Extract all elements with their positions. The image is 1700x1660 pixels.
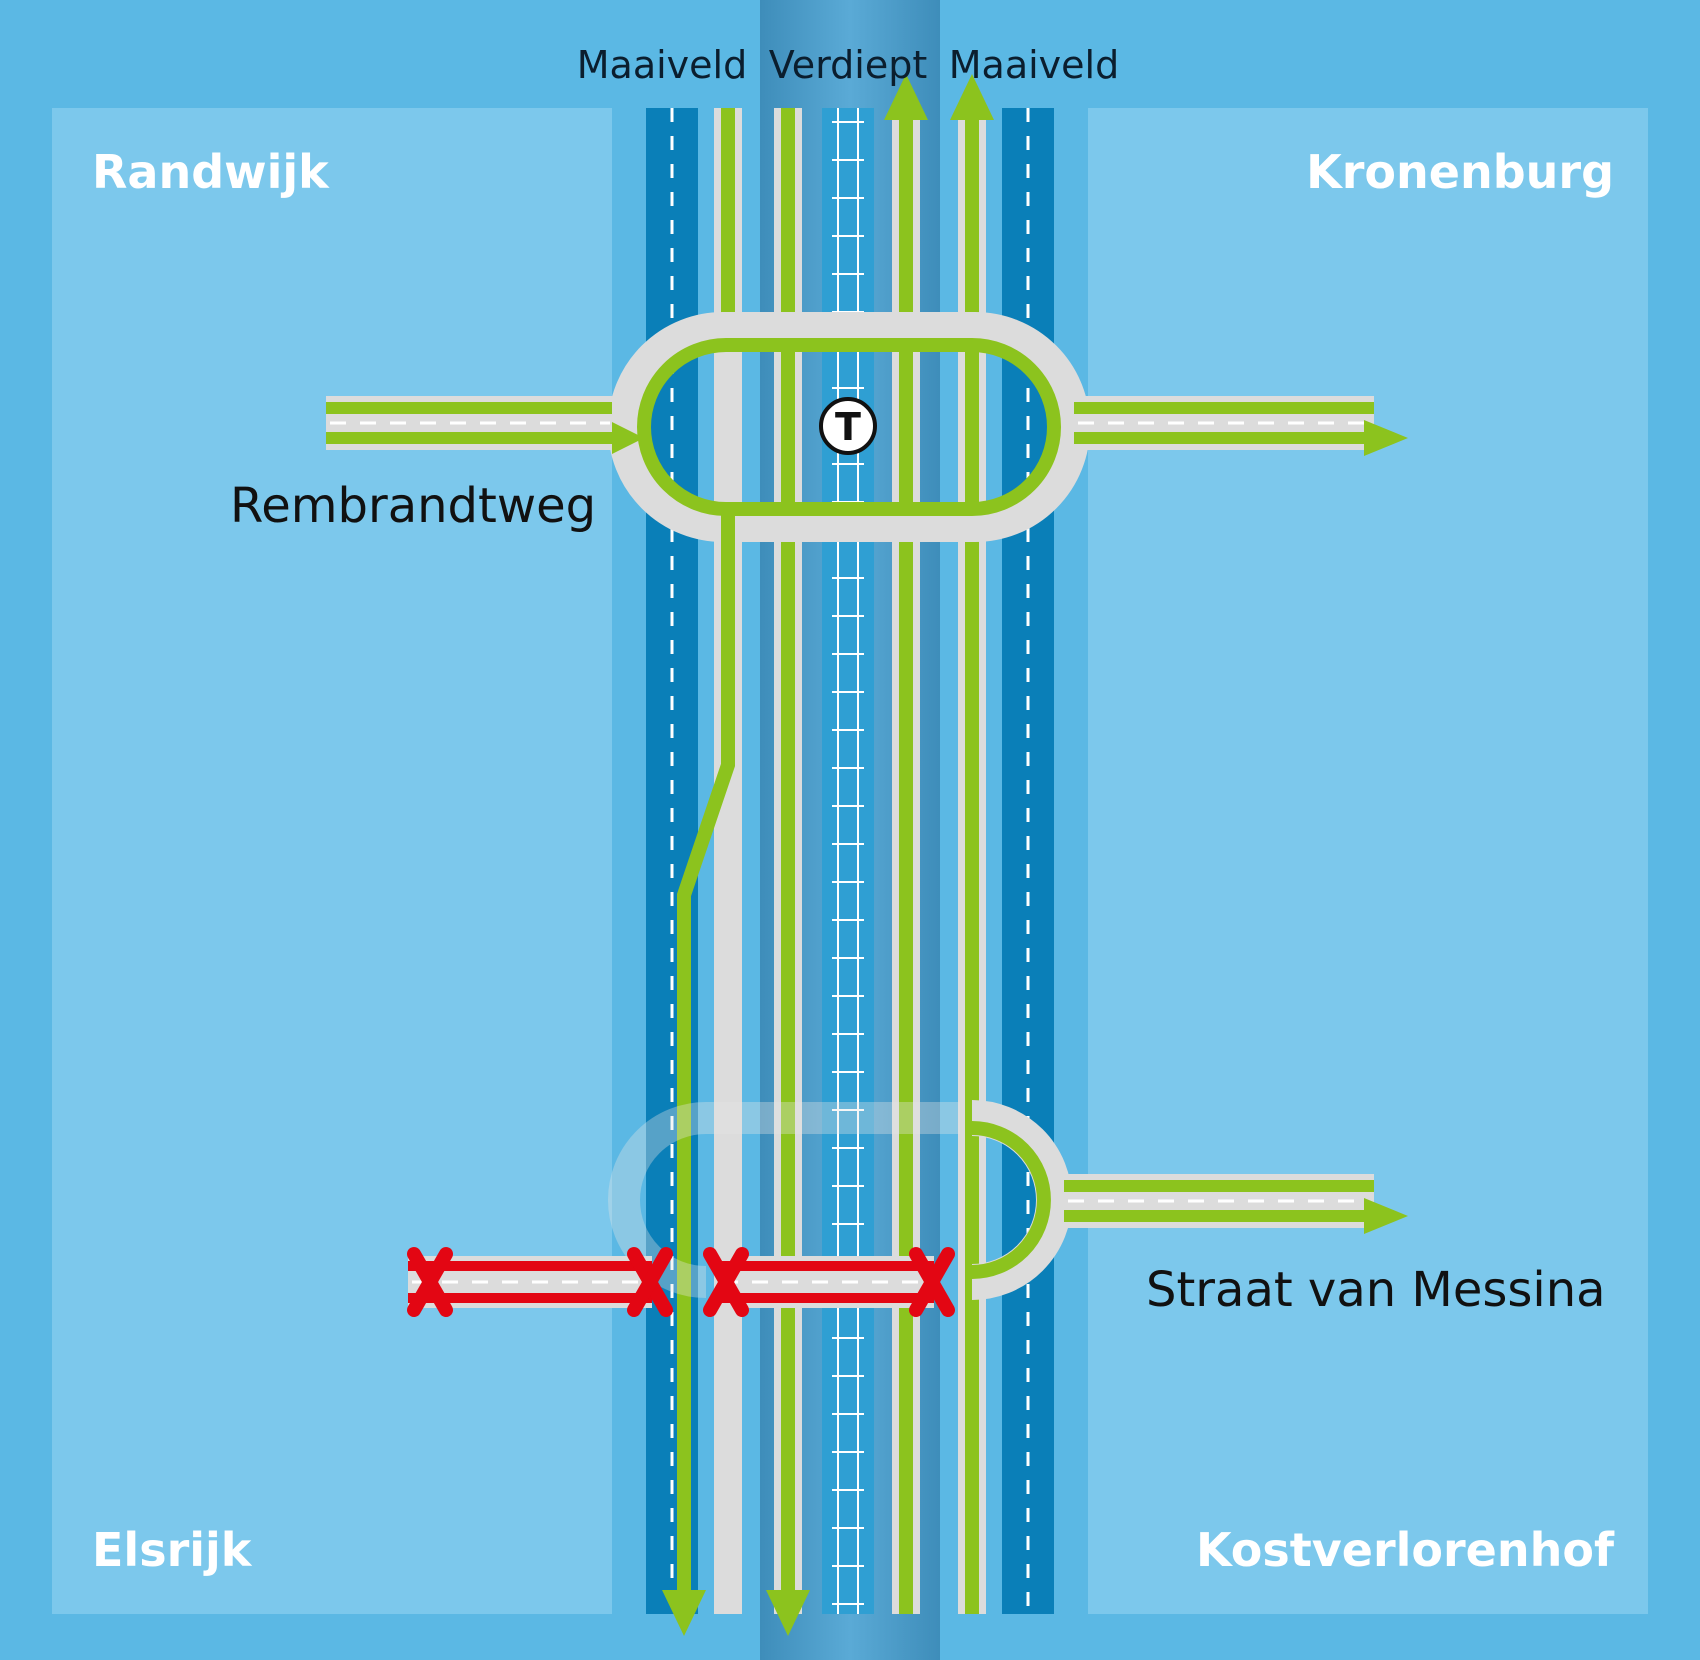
rembrandtweg-in-arrow <box>612 422 644 454</box>
south-arrow-west <box>662 1590 706 1636</box>
south-loop-route <box>971 1121 1051 1279</box>
district-bottom-right: Kostverlorenhof <box>1196 1523 1615 1577</box>
south-loop-road <box>971 1100 1072 1300</box>
rembrandtweg-out-arrow <box>1364 420 1408 456</box>
closure-markers <box>407 1247 955 1317</box>
south-arrow-center <box>766 1590 810 1636</box>
district-top-right: Kronenburg <box>1306 145 1614 199</box>
column-label-center: Verdiept <box>769 43 927 87</box>
straat-van-messina-out-arrow <box>1364 1198 1408 1234</box>
cross-closure-icon <box>407 1247 453 1317</box>
south-loop-ghost <box>608 1102 960 1298</box>
district-area-east <box>1088 108 1648 1614</box>
cross-closure-icon <box>703 1247 749 1317</box>
cross-closure-icon <box>909 1247 955 1317</box>
north-arrow-east <box>950 74 994 120</box>
tram-stop-letter: T <box>835 405 861 449</box>
cross-closure-icon <box>627 1247 673 1317</box>
column-label-right: Maaiveld <box>949 43 1119 87</box>
district-bottom-left: Elsrijk <box>92 1523 253 1577</box>
tram-stop-icon: T <box>819 397 877 455</box>
column-label-left: Maaiveld <box>577 43 747 87</box>
road-strip-west <box>714 108 742 1614</box>
north-arrow-center <box>884 74 928 120</box>
street-label-north: Rembrandtweg <box>230 478 596 534</box>
north-loop-road <box>608 312 1090 542</box>
central-sunken-lane <box>822 108 874 1614</box>
district-area-west <box>52 108 612 1614</box>
route-west-descent <box>677 515 735 1590</box>
district-top-left: Randwijk <box>92 145 330 199</box>
street-label-south: Straat van Messina <box>1146 1262 1606 1318</box>
north-loop-route <box>637 338 1061 516</box>
